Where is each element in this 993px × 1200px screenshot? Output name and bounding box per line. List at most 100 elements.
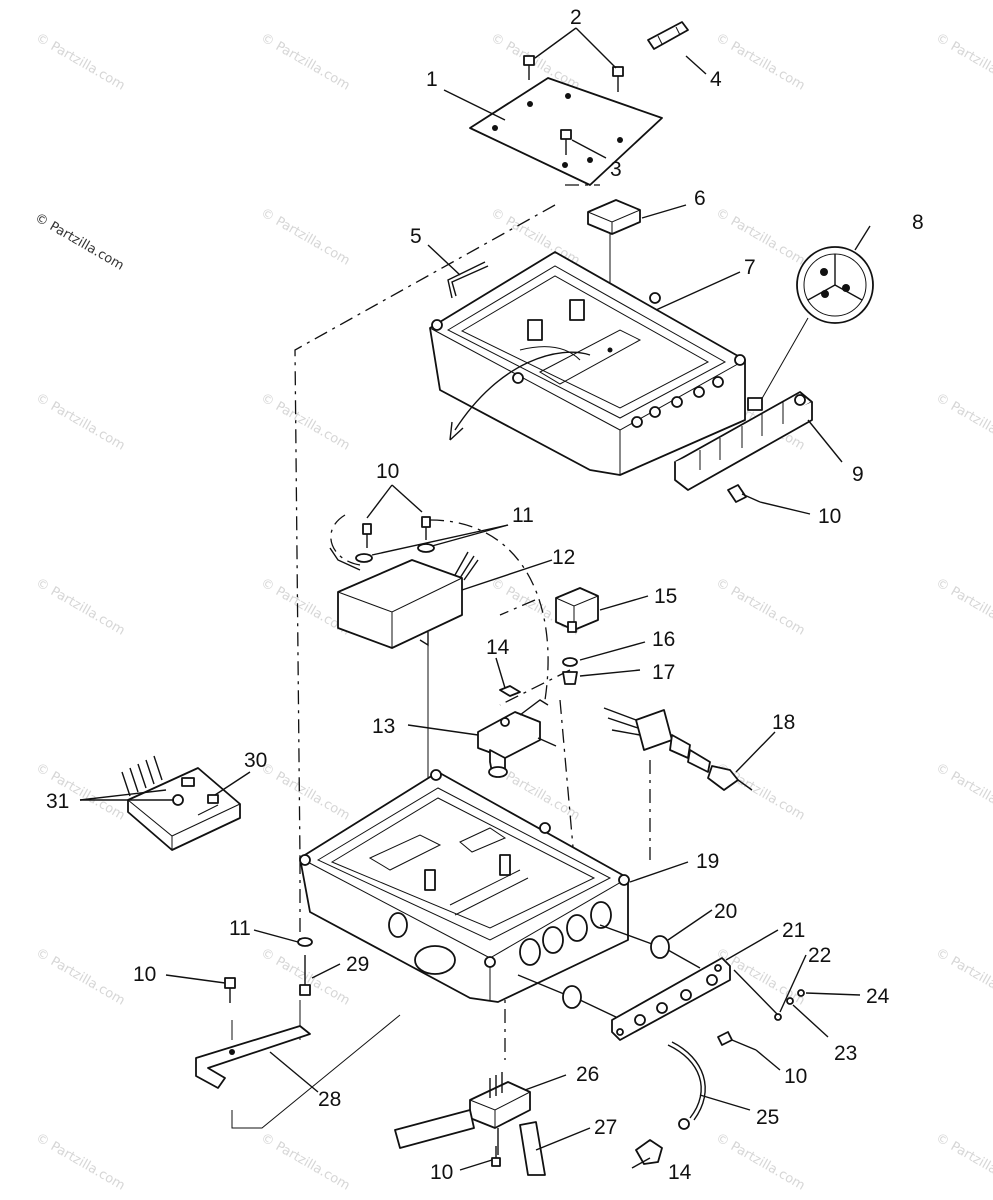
callout-labels: 1 2 3 4 5 6 7 8 9 10 10 11 12 13 14 15 1… (46, 6, 924, 1184)
callout-22: 22 (808, 944, 831, 967)
watermark-layer: © Partzilla.com © Partzilla.com © Partzi… (33, 30, 993, 1193)
upper-box-lid (429, 251, 746, 476)
terminal-strip-cover (674, 391, 813, 491)
washer (355, 543, 435, 563)
watermark: © Partzilla.com (33, 1130, 127, 1193)
callout-12: 12 (552, 546, 575, 569)
washer (786, 997, 794, 1005)
leader-lines (79, 27, 871, 1171)
screw (224, 977, 236, 1003)
relay (555, 587, 599, 633)
watermark: © Partzilla.com (933, 945, 993, 1008)
callout-26: 26 (576, 1063, 599, 1086)
watermark: © Partzilla.com (258, 30, 352, 93)
solenoid (477, 699, 557, 778)
wire-clip (447, 261, 489, 299)
grommet-detail (759, 246, 874, 403)
plug (562, 671, 578, 685)
callout-1: 1 (426, 68, 438, 91)
watermark: © Partzilla.com (713, 30, 807, 93)
watermark: © Partzilla.com (33, 575, 127, 638)
clip (499, 685, 521, 697)
callout-31: 31 (46, 790, 69, 813)
callout-13: 13 (372, 715, 395, 738)
watermark: © Partzilla.com (933, 390, 993, 453)
watermark: © Partzilla.com (933, 575, 993, 638)
control-module (329, 547, 479, 880)
boot (635, 1139, 663, 1165)
callout-15: 15 (654, 585, 677, 608)
callout-10: 10 (376, 460, 399, 483)
circuit-board (121, 755, 241, 851)
ignition-coil (603, 707, 753, 791)
watermark: © Partzilla.com (258, 1130, 352, 1193)
watermark: © Partzilla.com (933, 760, 993, 823)
lower-box (299, 769, 630, 1003)
callout-10: 10 (818, 505, 841, 528)
watermark: © Partzilla.com (258, 205, 352, 268)
watermark: © Partzilla.com (33, 945, 127, 1008)
watermark: © Partzilla.com (933, 1130, 993, 1193)
callout-30: 30 (244, 749, 267, 772)
callout-11: 11 (229, 917, 251, 940)
callout-24: 24 (866, 985, 890, 1008)
screw (491, 1146, 501, 1167)
screw (612, 66, 624, 92)
callout-16: 16 (652, 628, 675, 651)
callout-2: 2 (570, 6, 582, 29)
ground-wire (667, 1041, 706, 1130)
stud (733, 969, 782, 1021)
callout-4: 4 (710, 68, 722, 91)
callout-25: 25 (756, 1106, 779, 1129)
callout-10: 10 (430, 1161, 453, 1184)
watermark: © Partzilla.com (933, 30, 993, 93)
fuse (647, 21, 689, 50)
watermark: © Partzilla.com (33, 390, 127, 453)
callout-17: 17 (652, 661, 675, 684)
copyright-notice: © Partzilla.com (32, 210, 126, 273)
bolt (299, 955, 311, 996)
callout-29: 29 (346, 953, 369, 976)
callout-14: 14 (486, 636, 510, 659)
relay-block (587, 199, 641, 235)
watermark: © Partzilla.com (713, 205, 807, 268)
watermark: © Partzilla.com (258, 390, 352, 453)
watermark: © Partzilla.com (33, 30, 127, 93)
callout-28: 28 (318, 1088, 341, 1111)
rotation-arrow (449, 351, 591, 441)
callout-7: 7 (744, 256, 756, 279)
callout-23: 23 (834, 1042, 857, 1065)
assembly-guide-lines (231, 184, 651, 1060)
screw (523, 55, 535, 80)
watermark: © Partzilla.com (713, 575, 807, 638)
callout-20: 20 (714, 900, 737, 923)
callout-10: 10 (784, 1065, 807, 1088)
washer (297, 937, 313, 947)
callout-19: 19 (696, 850, 719, 873)
callout-10: 10 (133, 963, 156, 986)
callout-14: 14 (668, 1161, 692, 1184)
callout-27: 27 (594, 1116, 617, 1139)
mounting-bracket (195, 1025, 311, 1089)
callout-3: 3 (610, 158, 622, 181)
grommet (517, 924, 701, 1019)
screw (727, 484, 761, 503)
callout-11: 11 (512, 504, 534, 527)
watermark: © Partzilla.com (713, 1130, 807, 1193)
callout-6: 6 (694, 187, 706, 210)
callout-18: 18 (772, 711, 795, 734)
screw (560, 129, 572, 155)
terminal-plate (611, 957, 731, 1041)
callout-9: 9 (852, 463, 864, 486)
callout-5: 5 (410, 225, 422, 248)
o-ring (562, 657, 578, 667)
screw (421, 516, 431, 540)
watermark: © Partzilla.com (258, 760, 352, 823)
callout-8: 8 (912, 211, 924, 234)
callout-21: 21 (782, 919, 805, 942)
screw (717, 1031, 757, 1051)
terminal-block (394, 1072, 546, 1176)
screw (362, 523, 372, 548)
nut (797, 989, 805, 997)
